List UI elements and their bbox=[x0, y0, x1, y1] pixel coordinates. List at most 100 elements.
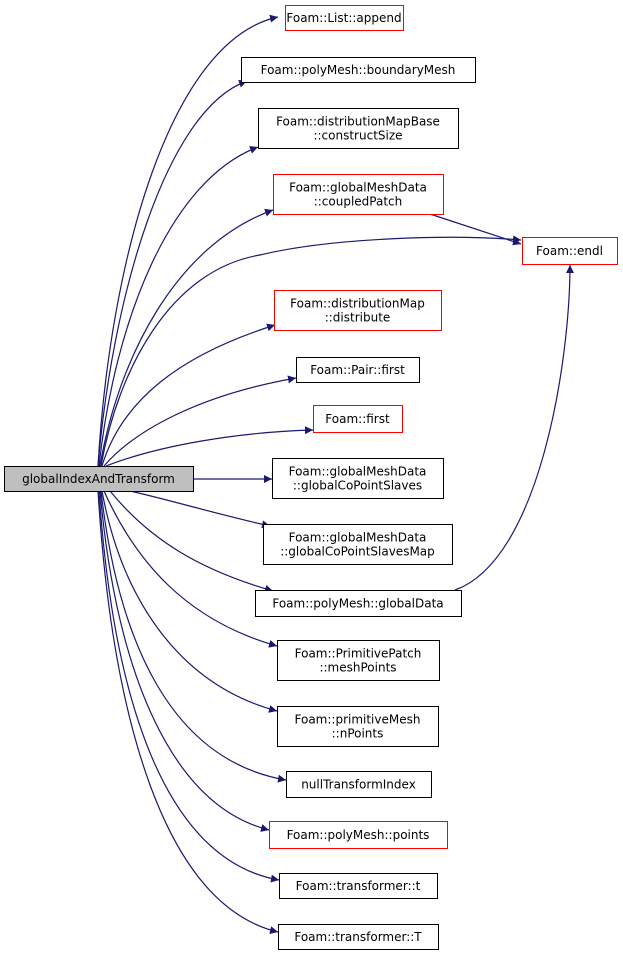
edge-line bbox=[97, 490, 279, 935]
edge-root-to-boundary_mesh bbox=[97, 79, 248, 467]
node-transformer_T[interactable]: Foam::transformer::T bbox=[278, 924, 439, 950]
edge-root-to-co_point_map bbox=[129, 490, 271, 529]
edge-line bbox=[97, 14, 279, 467]
node-label-line: ::globalCoPointSlavesMap bbox=[280, 545, 435, 559]
node-co_point_map[interactable]: Foam::globalMeshData::globalCoPointSlave… bbox=[263, 524, 453, 565]
node-label-line: Foam::polyMesh::globalData bbox=[272, 597, 443, 611]
node-endl[interactable]: Foam::endl bbox=[522, 237, 618, 265]
node-label-line: Foam::List::append bbox=[286, 11, 401, 25]
edge-line bbox=[100, 235, 522, 467]
node-list_append[interactable]: Foam::List::append bbox=[285, 5, 404, 31]
node-box bbox=[277, 706, 439, 747]
node-n_points[interactable]: Foam::primitiveMesh::nPoints bbox=[277, 706, 439, 747]
edge-line bbox=[103, 375, 297, 467]
node-box bbox=[313, 405, 403, 433]
node-label-line: Foam::distributionMapBase bbox=[276, 115, 440, 129]
node-label-line: Foam::globalMeshData bbox=[289, 181, 427, 195]
node-label-line: globalIndexAndTransform bbox=[22, 472, 175, 486]
node-box bbox=[258, 108, 459, 149]
node-label-line: ::nPoints bbox=[332, 727, 384, 741]
node-co_point_slaves[interactable]: Foam::globalMeshData::globalCoPointSlave… bbox=[272, 458, 444, 499]
edge-coupled_patch-to-endl bbox=[429, 213, 522, 246]
edge-root-to-transformer_T bbox=[97, 490, 279, 935]
node-box bbox=[277, 640, 440, 681]
node-null_transform[interactable]: nullTransformIndex bbox=[286, 771, 432, 798]
edge-line bbox=[99, 208, 274, 467]
node-label-line: Foam::polyMesh::points bbox=[287, 828, 430, 842]
edge-root-to-foam_first bbox=[105, 426, 314, 467]
edge-line bbox=[103, 490, 278, 648]
node-box bbox=[269, 821, 448, 849]
node-box bbox=[4, 466, 194, 492]
edge-root-to-null_transform bbox=[100, 490, 287, 783]
node-pair_first[interactable]: Foam::Pair::first bbox=[296, 357, 420, 383]
edge-line bbox=[99, 490, 270, 832]
edge-root-to-coupled_patch bbox=[99, 208, 274, 467]
node-box bbox=[255, 590, 462, 617]
edge-root-to-global_data bbox=[109, 490, 274, 593]
node-mesh_points[interactable]: Foam::PrimitivePatch::meshPoints bbox=[277, 640, 440, 681]
edge-line bbox=[98, 490, 280, 883]
node-box bbox=[522, 237, 618, 265]
node-label-line: Foam::transformer::T bbox=[294, 930, 422, 944]
edge-root-to-endl bbox=[100, 235, 522, 467]
node-label-line: nullTransformIndex bbox=[301, 778, 416, 792]
node-box bbox=[263, 524, 453, 565]
node-transformer_t[interactable]: Foam::transformer::t bbox=[279, 873, 438, 899]
node-label-line: ::globalCoPointSlaves bbox=[293, 479, 422, 493]
node-label-line: ::meshPoints bbox=[319, 661, 396, 675]
edge-line bbox=[100, 490, 287, 783]
node-construct_size[interactable]: Foam::distributionMapBase::constructSize bbox=[258, 108, 459, 149]
edge-root-to-construct_size bbox=[98, 146, 259, 467]
node-label-line: Foam::Pair::first bbox=[310, 363, 405, 377]
node-box bbox=[285, 5, 404, 31]
node-label-line: ::distribute bbox=[325, 311, 391, 325]
node-label-line: Foam::PrimitivePatch bbox=[295, 647, 422, 661]
node-box bbox=[273, 174, 444, 215]
node-box bbox=[286, 771, 432, 798]
node-global_data[interactable]: Foam::polyMesh::globalData bbox=[255, 590, 462, 617]
edge-global_data-to-endl bbox=[454, 264, 574, 591]
node-label-line: Foam::globalMeshData bbox=[289, 465, 427, 479]
node-label-line: ::coupledPatch bbox=[314, 195, 403, 209]
edge-line bbox=[101, 490, 278, 713]
edge-root-to-transformer_t bbox=[98, 490, 280, 883]
node-label-line: ::constructSize bbox=[313, 129, 402, 143]
edge-line bbox=[129, 490, 271, 529]
node-box bbox=[272, 458, 444, 499]
edge-root-to-mesh_points bbox=[103, 490, 278, 648]
node-label-line: Foam::globalMeshData bbox=[289, 531, 427, 545]
node-label-line: Foam::first bbox=[325, 412, 390, 426]
node-box bbox=[241, 57, 476, 83]
node-label-line: Foam::primitiveMesh bbox=[295, 713, 421, 727]
node-box bbox=[279, 873, 438, 899]
node-label-line: Foam::distributionMap bbox=[290, 297, 425, 311]
node-boundary_mesh[interactable]: Foam::polyMesh::boundaryMesh bbox=[241, 57, 476, 83]
node-box bbox=[296, 357, 420, 383]
edge-line bbox=[109, 490, 274, 593]
node-coupled_patch[interactable]: Foam::globalMeshData::coupledPatch bbox=[273, 174, 444, 215]
node-root[interactable]: globalIndexAndTransform bbox=[4, 466, 194, 492]
edge-line bbox=[429, 213, 522, 246]
node-box bbox=[278, 924, 439, 950]
node-label-line: Foam::endl bbox=[536, 244, 603, 258]
node-foam_first[interactable]: Foam::first bbox=[313, 405, 403, 433]
node-box bbox=[274, 290, 442, 331]
node-label-line: Foam::transformer::t bbox=[296, 879, 421, 893]
node-label-line: Foam::polyMesh::boundaryMesh bbox=[261, 63, 456, 77]
edge-root-to-n_points bbox=[101, 490, 278, 713]
edge-root-to-distribute bbox=[101, 323, 276, 467]
edge-line bbox=[97, 79, 248, 467]
edge-root-to-list_append bbox=[97, 14, 279, 467]
edge-root-to-poly_points bbox=[99, 490, 270, 832]
node-layer: globalIndexAndTransform Foam::List::appen… bbox=[4, 5, 618, 950]
edge-line bbox=[98, 146, 259, 467]
edge-line bbox=[454, 264, 574, 591]
node-poly_points[interactable]: Foam::polyMesh::points bbox=[269, 821, 448, 849]
edge-line bbox=[105, 426, 314, 467]
edge-line bbox=[101, 323, 276, 467]
edge-root-to-pair_first bbox=[103, 375, 297, 467]
node-distribute[interactable]: Foam::distributionMap::distribute bbox=[274, 290, 442, 331]
edge-layer bbox=[97, 14, 574, 935]
